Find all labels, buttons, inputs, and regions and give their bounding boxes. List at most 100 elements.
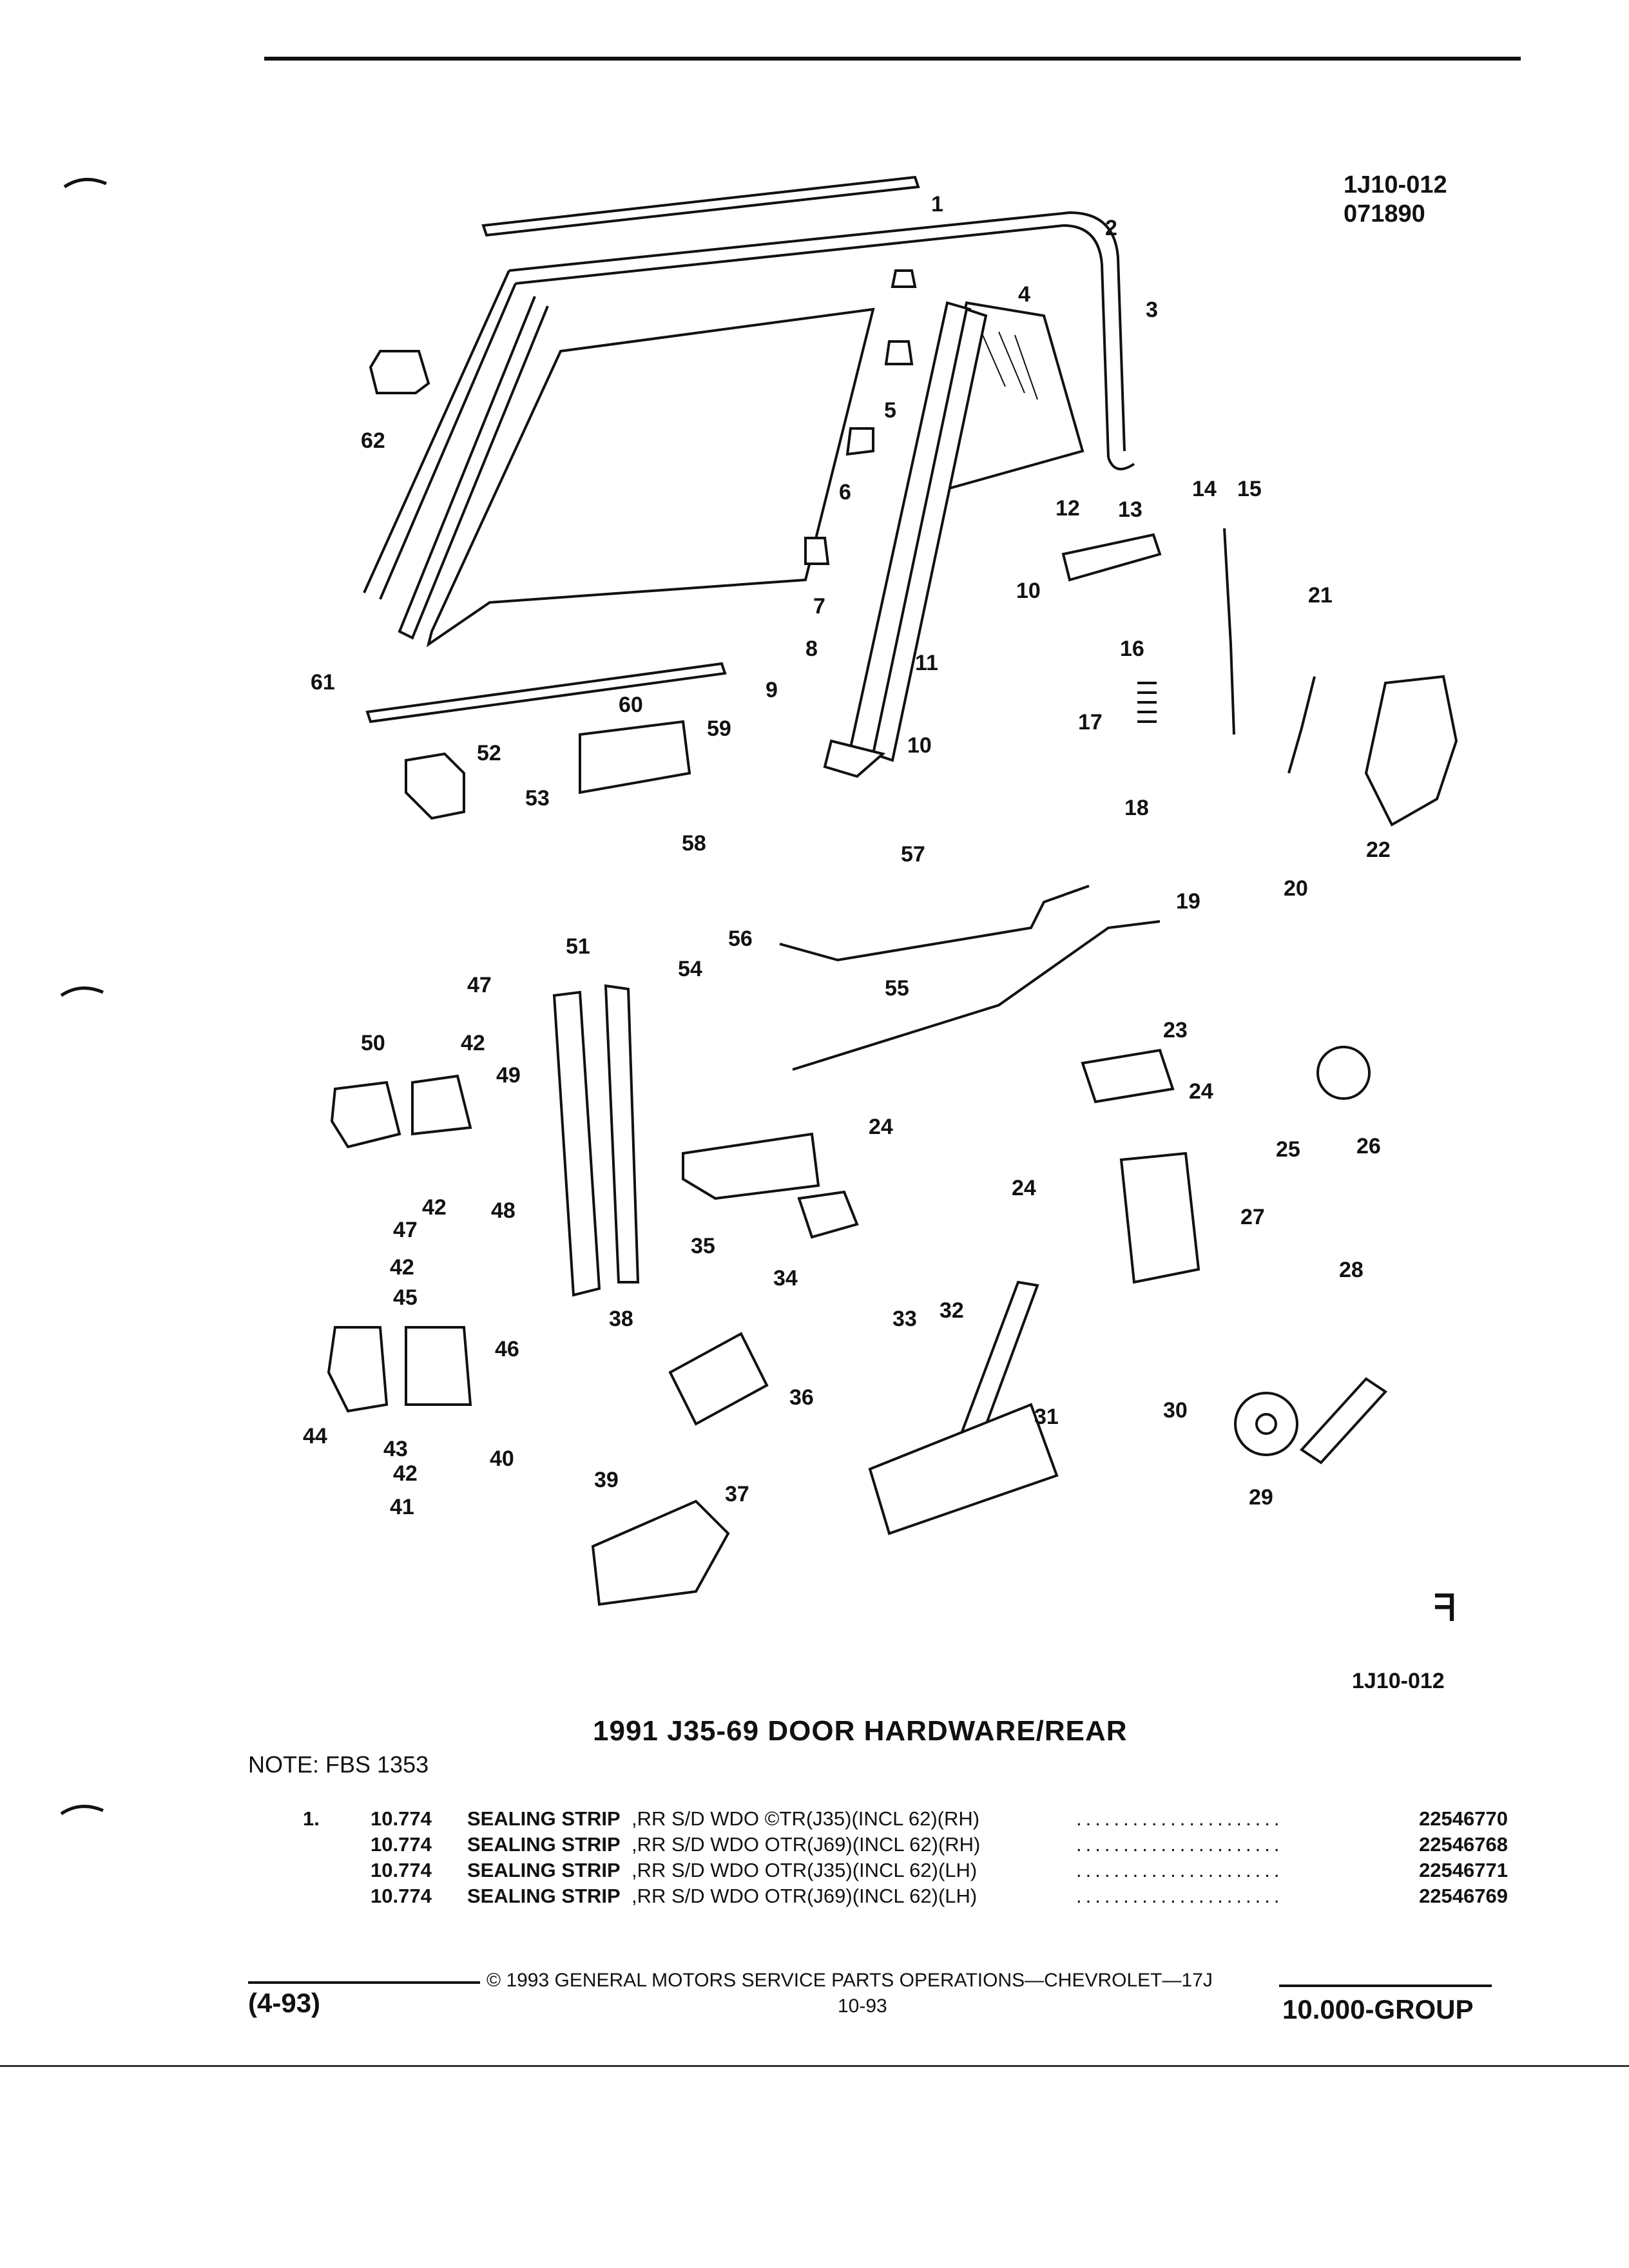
logo-mark: ᖷ	[1434, 1588, 1455, 1628]
part-number: 22546771	[1419, 1859, 1508, 1881]
callout-25: 25	[1276, 1137, 1300, 1162]
callout-45: 45	[393, 1285, 418, 1310]
callout-2: 2	[1105, 216, 1117, 240]
page-title: 1991 J35-69 DOOR HARDWARE/REAR	[593, 1715, 1128, 1747]
callout-44: 44	[303, 1424, 327, 1448]
callout-28: 28	[1339, 1258, 1364, 1282]
callout-39: 39	[594, 1468, 619, 1492]
callout-10b: 10	[907, 733, 932, 758]
callout-58: 58	[682, 831, 706, 856]
callout-14: 14	[1192, 477, 1217, 501]
callout-4: 4	[1018, 282, 1030, 307]
callout-7: 7	[813, 594, 825, 619]
callout-59: 59	[707, 716, 731, 741]
diagram-illustration	[327, 175, 1458, 1606]
callout-51: 51	[566, 934, 590, 959]
callout-50: 50	[361, 1031, 385, 1055]
callout-43: 43	[383, 1437, 408, 1461]
callout-57: 57	[901, 842, 925, 867]
callout-26: 26	[1356, 1134, 1381, 1158]
part-number: 22546770	[1419, 1807, 1508, 1830]
callout-36: 36	[789, 1385, 814, 1410]
part-group: 10.774	[371, 1833, 432, 1856]
leader-dots: ......................	[1076, 1885, 1284, 1907]
callout-37: 37	[725, 1482, 749, 1506]
callout-22: 22	[1366, 838, 1391, 862]
footer-group: 10.000-GROUP	[1282, 1994, 1474, 2024]
callout-42c: 42	[390, 1255, 414, 1280]
parts-row: 10.774 SEALING STRIP ,RR S/D WDO OTR(J69…	[303, 1885, 1508, 1910]
parts-row: 10.774 SEALING STRIP ,RR S/D WDO OTR(J69…	[303, 1833, 1508, 1859]
part-number: 22546768	[1419, 1833, 1508, 1856]
callout-24b: 24	[869, 1115, 893, 1139]
callout-labels: 1 2 3 4 5 6 7 8 9 10 10 10 11 12 13 14 1…	[303, 192, 1391, 1519]
footer-date-code: (4-93)	[248, 1988, 321, 2018]
footer-copyright: © 1993 GENERAL MOTORS SERVICE PARTS OPER…	[487, 1970, 1213, 1991]
part-description: ,RR S/D WDO OTR(J69)(INCL 62)(LH)	[631, 1885, 978, 1907]
callout-35: 35	[691, 1234, 715, 1258]
leader-dots: ......................	[1076, 1807, 1284, 1830]
callout-55: 55	[885, 976, 909, 1001]
callout-6: 6	[839, 480, 851, 505]
part-name: SEALING STRIP	[467, 1807, 621, 1830]
callout-62: 62	[361, 428, 385, 453]
callout-29: 29	[1249, 1485, 1273, 1510]
note: NOTE: FBS 1353	[248, 1751, 429, 1778]
door-hardware-diagram: 1 2 3 4 5 6 7 8 9 10 10 10 11 12 13 14 1…	[303, 175, 1458, 1688]
callout-30: 30	[1163, 1398, 1188, 1423]
callout-5: 5	[884, 398, 896, 423]
part-index: 1.	[303, 1807, 320, 1830]
callout-3: 3	[1146, 298, 1158, 322]
margin-marks	[60, 178, 107, 1816]
parts-list: 1. 10.774 SEALING STRIP ,RR S/D WDO ©TR(…	[303, 1807, 1508, 1910]
callout-15: 15	[1237, 477, 1262, 501]
callout-42a: 42	[461, 1031, 485, 1055]
callout-54: 54	[678, 957, 702, 981]
callout-49: 49	[496, 1063, 521, 1088]
part-description: ,RR S/D WDO OTR(J69)(INCL 62)(RH)	[631, 1833, 981, 1856]
callout-18: 18	[1124, 796, 1149, 820]
callout-56: 56	[728, 927, 753, 951]
callout-17: 17	[1078, 710, 1103, 735]
callout-23: 23	[1163, 1018, 1188, 1043]
diagram-ref-code: 1J10-012	[1352, 1669, 1445, 1688]
footer-rule-right	[1279, 1984, 1492, 1987]
callout-34: 34	[773, 1266, 798, 1291]
leader-dots: ......................	[1076, 1833, 1284, 1856]
callout-9: 9	[766, 678, 778, 702]
footer-rule-left	[248, 1981, 480, 1984]
callout-33: 33	[892, 1307, 917, 1331]
part-name: SEALING STRIP	[467, 1859, 621, 1881]
part-name: SEALING STRIP	[467, 1885, 621, 1907]
parts-row: 10.774 SEALING STRIP ,RR S/D WDO OTR(J35…	[303, 1859, 1508, 1885]
footer-page-number: 10-93	[838, 1995, 887, 2017]
callout-46: 46	[495, 1337, 519, 1361]
header-date: 071890	[1344, 200, 1425, 227]
callout-42b: 42	[422, 1195, 447, 1220]
callout-48: 48	[491, 1198, 516, 1223]
part-group: 10.774	[371, 1885, 432, 1907]
callout-1: 1	[931, 192, 943, 216]
top-rule	[264, 57, 1521, 61]
callout-47b: 47	[393, 1218, 418, 1242]
callout-20: 20	[1284, 876, 1308, 901]
part-name: SEALING STRIP	[467, 1833, 621, 1856]
part-description: ,RR S/D WDO ©TR(J35)(INCL 62)(RH)	[631, 1807, 980, 1830]
callout-19: 19	[1176, 889, 1200, 914]
callout-11: 11	[915, 651, 938, 675]
callout-8: 8	[805, 637, 818, 661]
parts-row: 1. 10.774 SEALING STRIP ,RR S/D WDO ©TR(…	[303, 1807, 1508, 1833]
callout-10a: 10	[1016, 579, 1041, 603]
callout-38: 38	[609, 1307, 633, 1331]
callout-42d: 42	[393, 1461, 418, 1486]
callout-13: 13	[1118, 497, 1142, 522]
callout-32: 32	[940, 1298, 964, 1323]
callout-12: 12	[1055, 496, 1080, 521]
bottom-rule	[0, 2065, 1629, 2067]
callout-52: 52	[477, 741, 501, 765]
part-group: 10.774	[371, 1807, 432, 1830]
callout-21: 21	[1308, 583, 1333, 608]
part-number: 22546769	[1419, 1885, 1508, 1907]
part-group: 10.774	[371, 1859, 432, 1881]
callout-41: 41	[390, 1495, 414, 1519]
